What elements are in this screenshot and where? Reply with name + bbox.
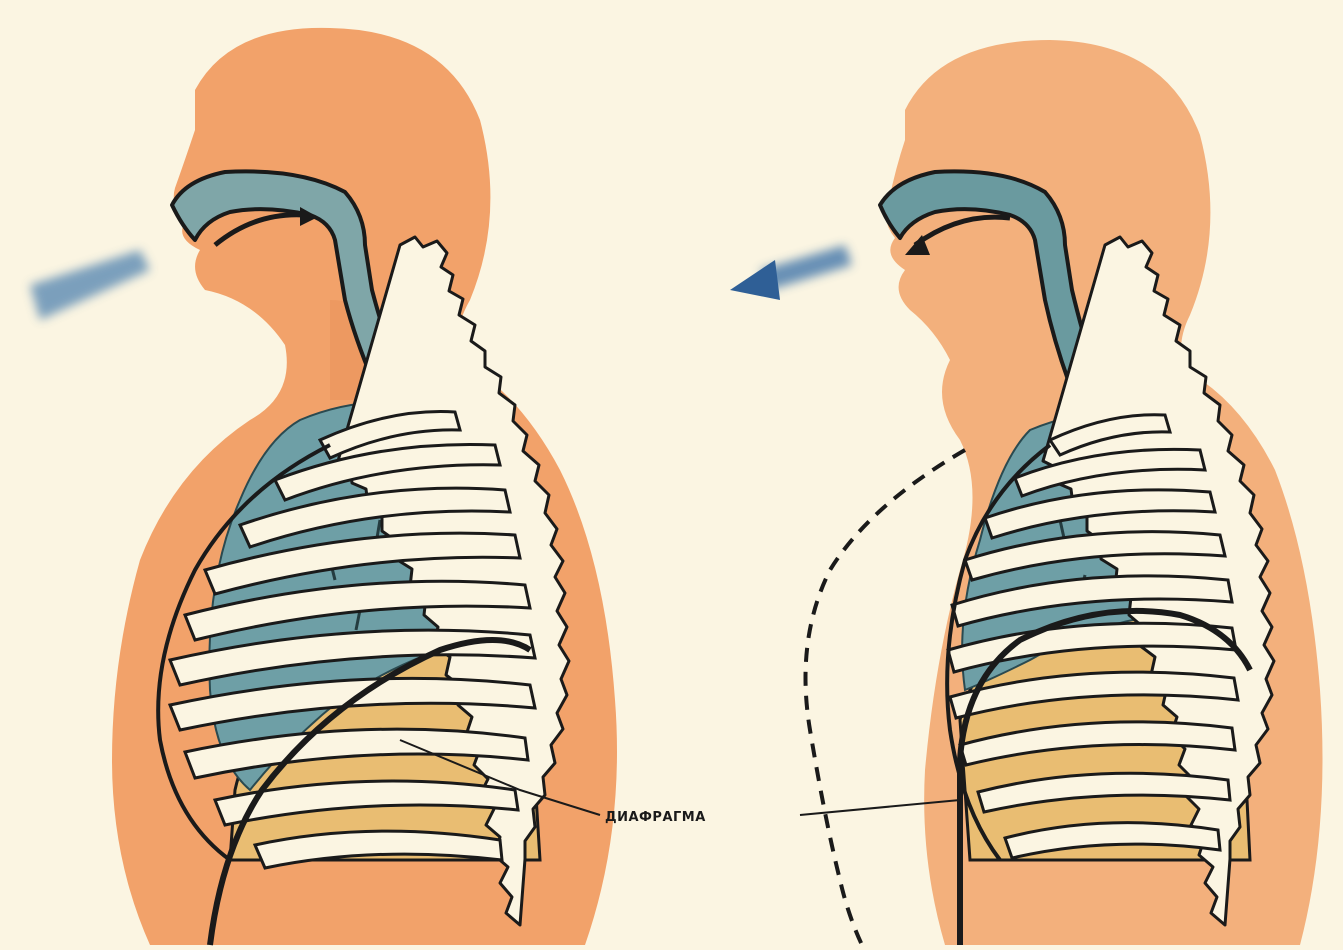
diaphragm-label: ДИАФРАГМА bbox=[605, 810, 706, 825]
